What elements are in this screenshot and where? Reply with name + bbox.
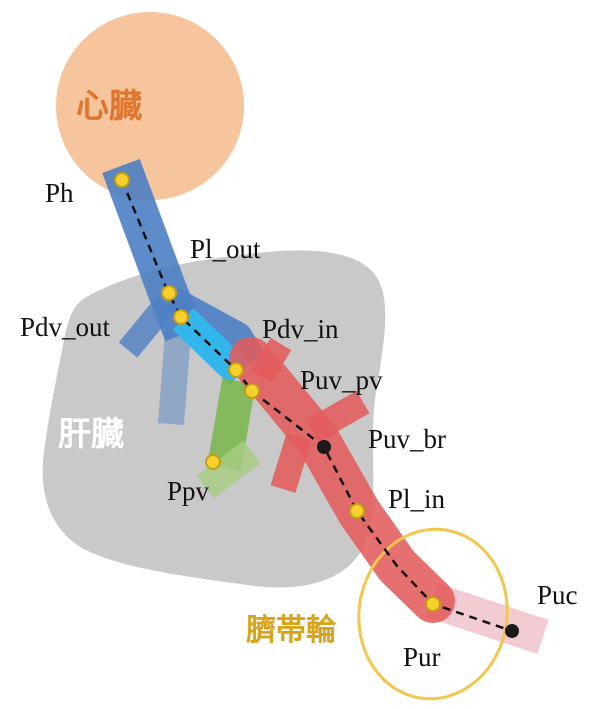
- vessel-portal-vein-cap: [196, 440, 261, 499]
- label-puv-pv: Puv_pv: [300, 365, 383, 395]
- heart-shape: [56, 12, 244, 200]
- label-pur: Pur: [403, 642, 441, 672]
- label-ppv: Ppv: [167, 476, 210, 506]
- marker-pur: [425, 596, 441, 612]
- umbilical-ring-label: 臍帯輪: [246, 613, 337, 647]
- marker-ppv: [205, 454, 221, 470]
- liver-label: 肝臓: [58, 415, 124, 452]
- measurement-path: [120, 179, 513, 633]
- heart-label: 心臓: [76, 87, 142, 124]
- marker-pdv-in: [228, 362, 244, 378]
- label-pdv-out: Pdv_out: [20, 312, 111, 342]
- label-pdv-in: Pdv_in: [262, 314, 339, 344]
- label-puv-br: Puv_br: [368, 424, 446, 454]
- vessel-portal-vein: [207, 378, 256, 471]
- marker-pdv-out: [173, 309, 189, 325]
- marker-puv-pv: [244, 383, 260, 399]
- marker-pl-in: [349, 503, 365, 519]
- label-puc: Puc: [537, 580, 578, 610]
- label-ph: Ph: [45, 178, 74, 208]
- marker-puc: [505, 624, 519, 638]
- vessel-blue-descending: [158, 319, 192, 425]
- label-pl-in: Pl_in: [388, 484, 446, 514]
- marker-pl-out: [161, 285, 177, 301]
- marker-ph: [114, 172, 130, 188]
- label-pl-out: Pl_out: [190, 234, 261, 264]
- marker-puv-br: [317, 440, 331, 454]
- umbilical-ring-outline: [357, 527, 509, 701]
